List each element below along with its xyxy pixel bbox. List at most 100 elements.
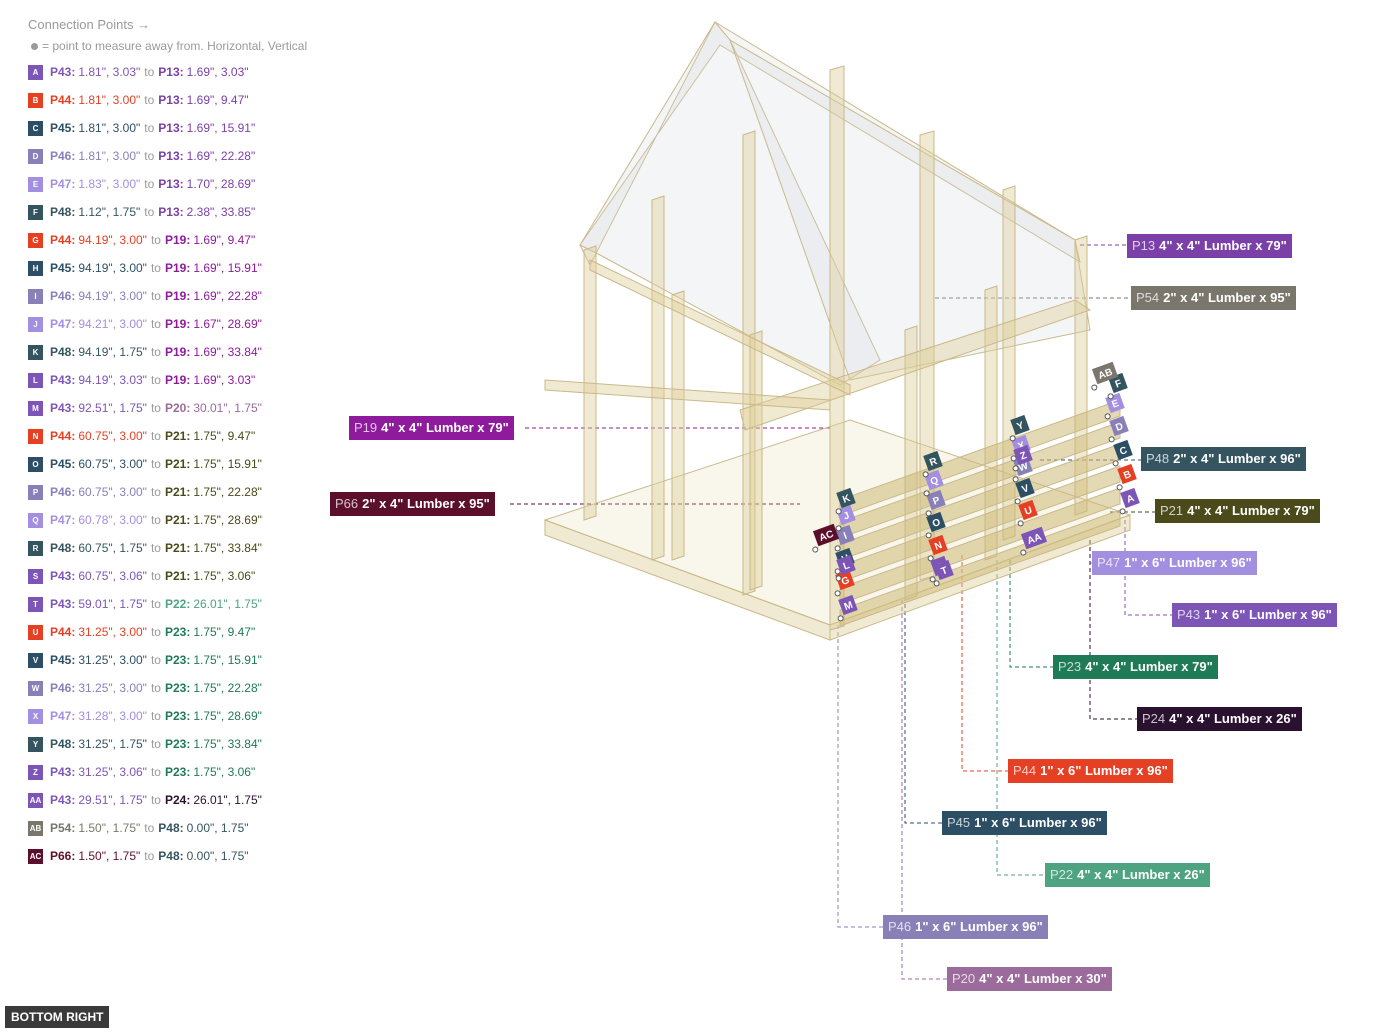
- to-word: to: [144, 177, 155, 191]
- callout-id: P45: [947, 815, 971, 830]
- connection-marker[interactable]: AA: [1015, 526, 1049, 556]
- connection-marker[interactable]: AB: [1086, 361, 1120, 391]
- to-word: to: [144, 121, 155, 135]
- to-value: 1.69", 9.47": [193, 233, 256, 247]
- marker-letter: O: [931, 517, 942, 530]
- to-part: P21: [164, 429, 187, 443]
- connection-letter-badge: I: [28, 288, 43, 304]
- measure-point-dot-icon: [1012, 465, 1019, 472]
- from-part: P45: [50, 653, 72, 667]
- connection-marker[interactable]: A: [1114, 487, 1141, 515]
- from-value: 31.25", 3.00": [78, 681, 147, 695]
- measure-point-dot-icon: [31, 42, 38, 50]
- post: [742, 130, 756, 596]
- callout-desc: 2" x 4" Lumber x 96": [1173, 451, 1301, 466]
- to-value: 2.38", 33.85": [186, 205, 256, 219]
- connection-marker[interactable]: Z: [1007, 444, 1034, 472]
- from-value: 60.75", 3.00": [78, 457, 147, 471]
- connection-marker[interactable]: C: [1107, 439, 1134, 467]
- marker-letter: A: [1125, 493, 1136, 506]
- leader-line: [904, 590, 942, 824]
- to-value: 1.69", 22.28": [193, 289, 262, 303]
- from-value: 94.19", 3.03": [78, 373, 147, 387]
- connection-marker[interactable]: R: [917, 450, 944, 478]
- connection-marker[interactable]: O: [920, 511, 947, 539]
- connection-marker[interactable]: T: [928, 559, 955, 587]
- marker-letter: L: [842, 560, 852, 572]
- measure-point-dot-icon: [1119, 508, 1126, 515]
- view-angle-button[interactable]: BOTTOM RIGHT: [5, 1006, 110, 1028]
- callout-desc: 4" x 4" Lumber x 79": [381, 420, 509, 435]
- connection-letter-badge: P: [28, 484, 43, 500]
- measure-point-dot-icon: [925, 532, 932, 539]
- to-value: 1.69", 22.28": [186, 149, 256, 163]
- connection-marker[interactable]: AC: [807, 523, 841, 553]
- connection-marker[interactable]: M: [832, 594, 859, 622]
- to-value: 1.75", 28.69": [193, 709, 262, 723]
- connection-marker[interactable]: G: [829, 569, 856, 597]
- post: [671, 290, 685, 561]
- connection-marker[interactable]: Y: [1004, 414, 1031, 442]
- connection-letter-badge: C: [28, 120, 43, 136]
- from-value: 1.50", 1.75": [78, 821, 141, 835]
- callout-desc: 2" x 4" Lumber x 95": [362, 496, 490, 511]
- marker-letter: Q: [929, 475, 940, 488]
- from-part: P46: [50, 289, 72, 303]
- from-value: 1.12", 1.75": [78, 205, 141, 219]
- callout-desc: 4" x 4" Lumber x 26": [1169, 711, 1297, 726]
- post: [829, 65, 845, 631]
- to-word: to: [150, 317, 161, 331]
- from-part: P45: [50, 261, 72, 275]
- to-word: to: [150, 457, 161, 471]
- leader-line: [996, 560, 1045, 876]
- connection-letter-badge: W: [28, 680, 43, 696]
- connection-marker[interactable]: K: [830, 487, 857, 515]
- from-value: 31.25", 3.00": [78, 625, 147, 639]
- connection-marker[interactable]: P: [920, 489, 947, 517]
- from-part: P43: [50, 569, 72, 583]
- connection-marker[interactable]: B: [1111, 463, 1138, 491]
- measure-point-dot-icon: [1009, 435, 1016, 442]
- connection-letter-badge: X: [28, 708, 43, 724]
- measure-point-dot-icon: [1014, 498, 1021, 505]
- connection-marker[interactable]: Q: [918, 469, 945, 497]
- to-word: to: [150, 737, 161, 751]
- from-value: 1.81", 3.03": [78, 65, 141, 79]
- connection-marker[interactable]: L: [830, 554, 857, 582]
- to-part: P24: [164, 793, 187, 807]
- connection-marker[interactable]: N: [922, 534, 949, 562]
- to-part: P23: [164, 681, 187, 695]
- callout-id: P13: [1132, 238, 1156, 253]
- to-word: to: [144, 821, 155, 835]
- connection-marker[interactable]: U: [1012, 499, 1039, 527]
- marker-letter: P: [931, 495, 941, 508]
- marker-letter: Y: [1015, 420, 1025, 433]
- callout-desc: 2" x 4" Lumber x 95": [1163, 290, 1291, 305]
- connection-marker[interactable]: D: [1103, 415, 1130, 443]
- marker-letter: D: [1114, 421, 1125, 434]
- to-part: P22: [164, 597, 187, 611]
- connection-marker[interactable]: V: [1009, 477, 1036, 505]
- measure-point-dot-icon: [1012, 476, 1019, 483]
